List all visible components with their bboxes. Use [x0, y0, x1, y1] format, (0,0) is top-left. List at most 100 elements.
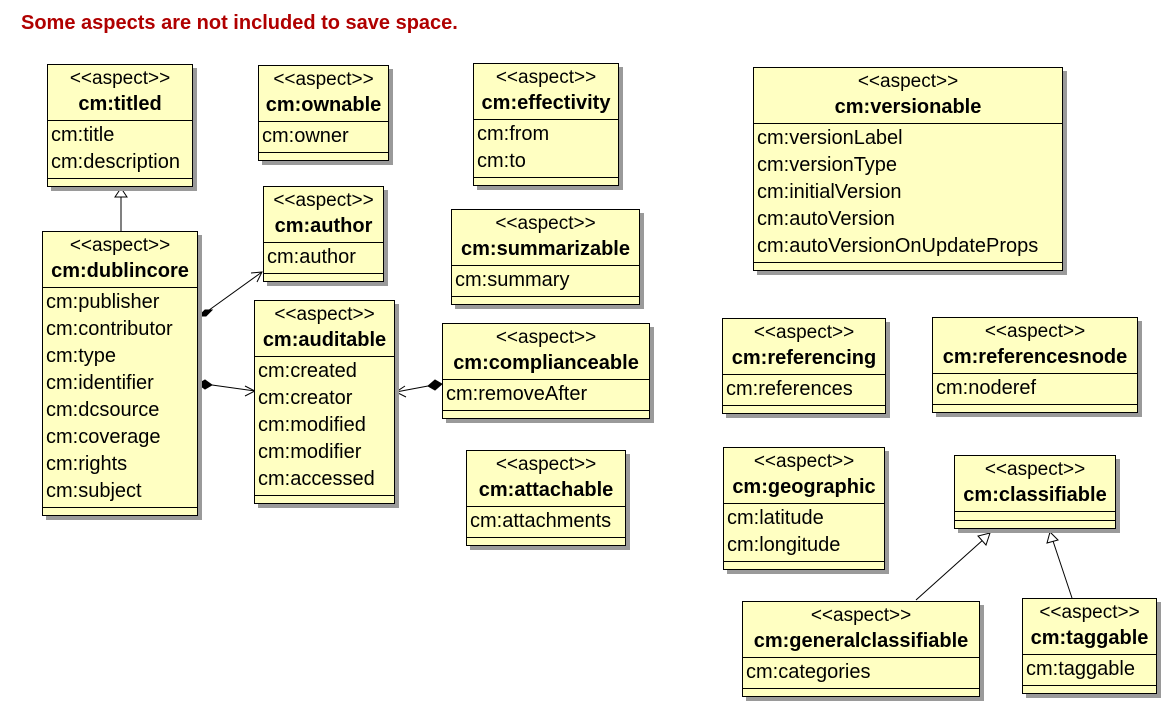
attribute-initial-version: cm:initialVersion: [757, 181, 902, 203]
attribute-modified: cm:modified: [258, 414, 366, 436]
aspect-generalclassifiable[interactable]: <<aspect>> cm:generalclassifiable cm:cat…: [742, 601, 980, 697]
attribute-remove-after: cm:removeAfter: [446, 383, 588, 405]
aspect-header: <<aspect>> cm:titled: [48, 65, 192, 121]
aspect-dublincore[interactable]: <<aspect>> cm:dublincore cm:publisher cm…: [42, 231, 198, 516]
aspect-complianceable[interactable]: <<aspect>> cm:complianceable cm:removeAf…: [442, 323, 650, 419]
aspect-classifiable[interactable]: <<aspect>> cm:classifiable: [954, 455, 1116, 529]
attribute-list: cm:summary: [452, 266, 639, 297]
aspect-header: <<aspect>> cm:referencesnode: [933, 318, 1137, 374]
aspect-name: cm:versionable: [834, 96, 982, 118]
aspect-geographic[interactable]: <<aspect>> cm:geographic cm:latitude cm:…: [723, 447, 885, 570]
attribute-owner: cm:owner: [262, 125, 349, 147]
aspect-name: cm:ownable: [265, 94, 382, 116]
attribute-longitude: cm:longitude: [727, 534, 841, 556]
aspect-auditable[interactable]: <<aspect>> cm:auditable cm:created cm:cr…: [254, 300, 395, 504]
aspect-name: cm:effectivity: [481, 92, 611, 114]
operations-compartment: [933, 405, 1137, 412]
attribute-auto-version: cm:autoVersion: [757, 208, 895, 230]
stereotype-label: <<aspect>>: [274, 304, 375, 325]
aspect-attachable[interactable]: <<aspect>> cm:attachable cm:attachments: [466, 450, 626, 546]
stereotype-label: <<aspect>>: [810, 605, 912, 626]
stereotype-label: <<aspect>>: [753, 451, 855, 472]
attribute-type: cm:type: [46, 345, 117, 367]
aspect-header: <<aspect>> cm:dublincore: [43, 232, 197, 288]
stereotype-label: <<aspect>>: [69, 235, 171, 256]
operations-compartment: [264, 274, 383, 281]
stereotype-label: <<aspect>>: [753, 322, 855, 343]
aspect-header: <<aspect>> cm:summarizable: [452, 210, 639, 266]
attribute-taggable: cm:taggable: [1026, 658, 1135, 680]
operations-compartment: [754, 263, 1062, 270]
attribute-description: cm:description: [51, 151, 180, 173]
aspect-name: cm:classifiable: [963, 484, 1107, 506]
generalization-generalclassifiable-classifiable: [915, 532, 991, 601]
attribute-list: cm:author: [264, 243, 383, 274]
attribute-attachments: cm:attachments: [470, 510, 612, 532]
aspect-name: cm:attachable: [478, 479, 614, 501]
operations-compartment: [43, 508, 197, 515]
attribute-list: cm:title cm:description: [48, 121, 192, 179]
stereotype-label: <<aspect>>: [69, 68, 171, 89]
attribute-list: cm:publisher cm:contributor cm:type cm:i…: [43, 288, 197, 508]
aspect-name: cm:referencing: [731, 347, 877, 369]
aspect-name: cm:generalclassifiable: [753, 630, 969, 652]
aspect-header: <<aspect>> cm:geographic: [724, 448, 884, 504]
attribute-list: cm:from cm:to: [474, 120, 618, 178]
aspect-author[interactable]: <<aspect>> cm:author cm:author: [263, 186, 384, 282]
attribute-to: cm:to: [477, 150, 526, 172]
attribute-list: cm:owner: [259, 122, 388, 153]
aspect-effectivity[interactable]: <<aspect>> cm:effectivity cm:from cm:to: [473, 63, 619, 186]
diagram-note: Some aspects are not included to save sp…: [21, 12, 458, 34]
operations-compartment: [474, 178, 618, 185]
generalization-taggable-classifiable: [1046, 531, 1073, 599]
generalization-dublincore-titled: [114, 187, 128, 231]
aspect-name: cm:dublincore: [51, 260, 189, 282]
attribute-list: cm:categories: [743, 658, 979, 689]
stereotype-label: <<aspect>>: [273, 69, 374, 90]
aspect-name: cm:author: [274, 215, 373, 237]
aspect-name: cm:taggable: [1030, 627, 1149, 649]
aspect-ownable[interactable]: <<aspect>> cm:ownable cm:owner: [258, 65, 389, 161]
aspect-name: cm:geographic: [732, 476, 876, 498]
attribute-identifier: cm:identifier: [46, 372, 154, 394]
aspect-titled[interactable]: <<aspect>> cm:titled cm:title cm:descrip…: [47, 64, 193, 187]
attribute-creator: cm:creator: [258, 387, 353, 409]
attribute-version-type: cm:versionType: [757, 154, 898, 176]
aspect-taggable[interactable]: <<aspect>> cm:taggable cm:taggable: [1022, 598, 1157, 694]
attribute-auto-version-on-update-props: cm:autoVersionOnUpdateProps: [757, 235, 1039, 257]
composition-dublincore-auditable: [197, 379, 257, 397]
aspect-name: cm:titled: [78, 93, 162, 115]
aspect-header: <<aspect>> cm:referencing: [723, 319, 885, 375]
stereotype-label: <<aspect>>: [857, 71, 959, 92]
aspect-name: cm:referencesnode: [942, 346, 1128, 368]
attribute-list: cm:created cm:creator cm:modified cm:mod…: [255, 357, 394, 496]
stereotype-label: <<aspect>>: [273, 190, 374, 211]
operations-compartment: [255, 496, 394, 503]
attribute-contributor: cm:contributor: [46, 318, 173, 340]
attribute-list: [955, 512, 1115, 521]
operations-compartment: [467, 538, 625, 545]
attribute-subject: cm:subject: [46, 480, 142, 502]
operations-compartment: [1023, 686, 1156, 693]
aspect-header: <<aspect>> cm:auditable: [255, 301, 394, 357]
stereotype-label: <<aspect>>: [495, 213, 596, 234]
composition-complianceable-auditable: [395, 379, 443, 398]
attribute-accessed: cm:accessed: [258, 468, 375, 490]
attribute-version-label: cm:versionLabel: [757, 127, 903, 149]
aspect-header: <<aspect>> cm:versionable: [754, 68, 1062, 124]
aspect-header: <<aspect>> cm:classifiable: [955, 456, 1115, 512]
operations-compartment: [955, 521, 1115, 528]
aspect-versionable[interactable]: <<aspect>> cm:versionable cm:versionLabe…: [753, 67, 1063, 271]
operations-compartment: [443, 411, 649, 418]
operations-compartment: [259, 153, 388, 160]
operations-compartment: [743, 689, 979, 696]
aspect-referencesnode[interactable]: <<aspect>> cm:referencesnode cm:noderef: [932, 317, 1138, 413]
operations-compartment: [452, 297, 639, 304]
aspect-referencing[interactable]: <<aspect>> cm:referencing cm:references: [722, 318, 886, 414]
aspect-name: cm:auditable: [262, 329, 387, 351]
aspect-summarizable[interactable]: <<aspect>> cm:summarizable cm:summary: [451, 209, 640, 305]
stereotype-label: <<aspect>>: [984, 459, 1086, 480]
attribute-latitude: cm:latitude: [727, 507, 824, 529]
aspect-header: <<aspect>> cm:complianceable: [443, 324, 649, 380]
attribute-references: cm:references: [726, 378, 853, 400]
